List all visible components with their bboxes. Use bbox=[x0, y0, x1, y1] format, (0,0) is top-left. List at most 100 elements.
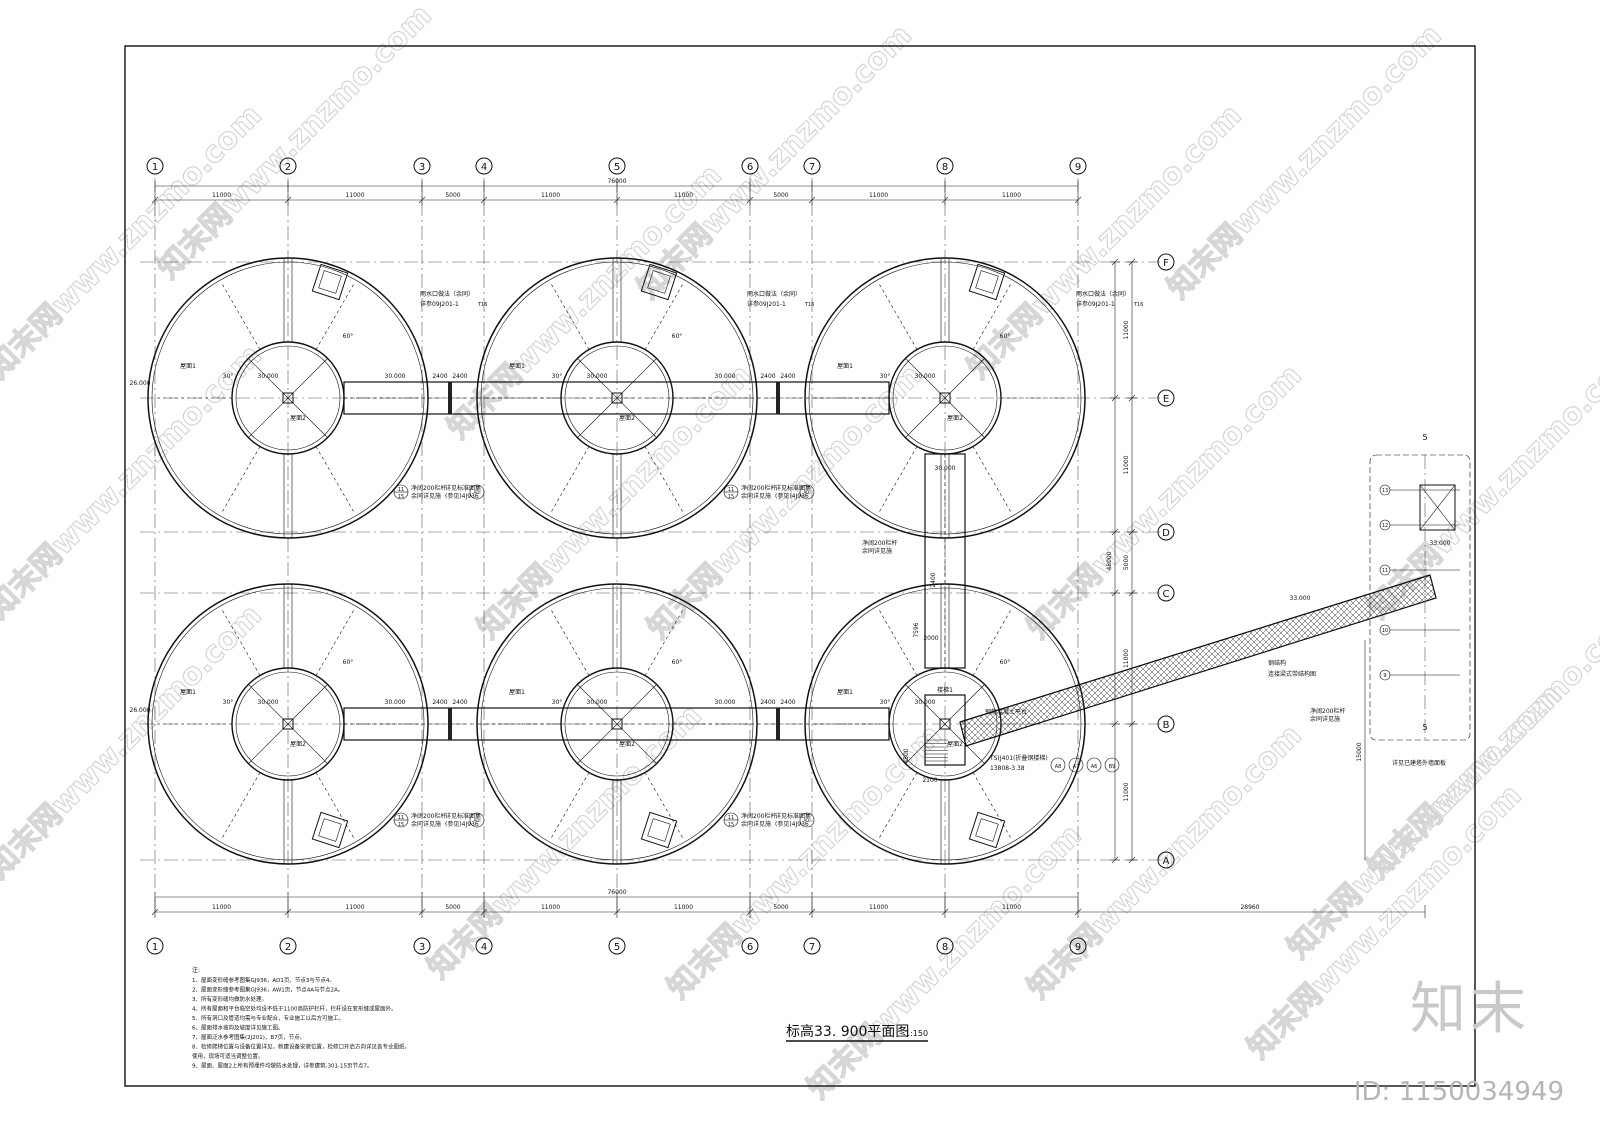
grid-col-label: 6 bbox=[747, 942, 753, 953]
walkway-dim: 2400 bbox=[432, 373, 447, 380]
roof-hatch-inner bbox=[975, 818, 999, 842]
dim-spacing-label: 11000 bbox=[1002, 904, 1021, 911]
tank-radial-line bbox=[220, 772, 261, 841]
dim-row-spacing: 11000 bbox=[1123, 320, 1130, 339]
angle-label: 30° bbox=[552, 373, 563, 380]
dim-slash bbox=[1111, 528, 1119, 536]
roof-label: 屋面1 bbox=[180, 689, 196, 696]
dim-spacing-label: 11000 bbox=[212, 192, 231, 199]
railing-note-2: 余同详见施 bbox=[741, 820, 771, 828]
tank-radial-line bbox=[644, 772, 685, 841]
tank-radial-line bbox=[972, 607, 1013, 676]
watermark-layer: 知末网www.znzmo.com 知末网www.znzmo.com 知末网www.z… bbox=[0, 0, 1600, 1106]
roof-label: 屋面2 bbox=[619, 415, 635, 422]
bridge-edge bbox=[959, 574, 1431, 723]
ts-code-bubble bbox=[1104, 757, 1120, 773]
grid-col-bubble bbox=[608, 937, 626, 955]
section-num: 11 bbox=[728, 815, 734, 821]
rain-num: T16 bbox=[804, 302, 814, 308]
walkway-elevation: 30.000 bbox=[715, 373, 736, 380]
dim-slash bbox=[808, 196, 816, 204]
grid-col-label: 3 bbox=[419, 942, 425, 953]
grid-col-label: 7 bbox=[809, 162, 815, 173]
center-equipment bbox=[939, 392, 951, 404]
grid-col-bubble bbox=[413, 157, 431, 175]
roof-label: 屋面2 bbox=[947, 415, 963, 422]
grid-col-bubble bbox=[146, 157, 164, 175]
grid-col-label: 6 bbox=[747, 162, 753, 173]
grid-col-bubble bbox=[608, 157, 626, 175]
walkway-dim: 2400 bbox=[930, 572, 937, 587]
brand-watermark: 知末 bbox=[1410, 977, 1530, 1042]
grid-col-label: 9 bbox=[1075, 162, 1081, 173]
angle-label: 60° bbox=[1000, 333, 1011, 340]
watermark-text: 知末网www.znzmo.com bbox=[1361, 338, 1600, 626]
tower-elevator bbox=[1419, 484, 1456, 531]
roof-hatch-inner bbox=[647, 818, 671, 842]
grid-col-bubble bbox=[279, 937, 297, 955]
tower-row-label: 12 bbox=[1382, 523, 1388, 529]
watermark-text: 知末网www.znzmo.com bbox=[421, 698, 709, 986]
angle-label: 60° bbox=[343, 659, 354, 666]
dim-total-height: 48000 bbox=[1106, 551, 1113, 570]
grid-col-bubble bbox=[803, 937, 821, 955]
grid-col-label: 9 bbox=[1075, 942, 1081, 953]
grid-row-label: E bbox=[1163, 394, 1169, 405]
note-line: 5、所有洞口及管道均需与专业配合，专业施工以后方可施工。 bbox=[192, 1014, 344, 1022]
walkway-elevation: 30.000 bbox=[385, 373, 406, 380]
roof-label: 屋面1 bbox=[509, 363, 525, 370]
detail-ref-2: (参见)4J936 bbox=[445, 820, 479, 828]
angle-label: 60° bbox=[672, 333, 683, 340]
note-line: 7、屋面泛水参考图集(2J201)，B7页，节点。 bbox=[192, 1033, 305, 1041]
angle-label: 30° bbox=[880, 699, 891, 706]
dim-slash bbox=[284, 196, 292, 204]
grid-row-bubble bbox=[1157, 851, 1175, 869]
center-equipment bbox=[282, 718, 294, 730]
ts-code: A8 bbox=[1055, 764, 1062, 770]
tank-radial-line bbox=[549, 772, 590, 841]
section-sheet: 15 bbox=[728, 822, 734, 828]
tank-ladder-strip bbox=[940, 779, 950, 865]
walkway-dim: 7596 bbox=[913, 622, 920, 637]
tank-radial-line bbox=[877, 281, 918, 350]
tank-radial-line bbox=[877, 772, 918, 841]
roof-label: 屋面2 bbox=[619, 741, 635, 748]
dim-spacing-label: 11000 bbox=[541, 192, 560, 199]
tank-diagonal bbox=[247, 683, 329, 765]
tank-radial-line bbox=[549, 281, 590, 350]
railing-note: 净阔200栏杆 bbox=[411, 812, 446, 820]
roof-label: 屋面2 bbox=[947, 741, 963, 748]
dim-slash bbox=[1111, 856, 1119, 864]
angle-label: 30° bbox=[223, 373, 234, 380]
grid-axes bbox=[140, 178, 1160, 920]
grid-row-label: A bbox=[1163, 856, 1170, 867]
walkway-dim: 2400 bbox=[432, 699, 447, 706]
grid-row-bubble bbox=[1157, 523, 1175, 541]
dim-slash bbox=[1128, 258, 1136, 266]
elevation-label: 30.000 bbox=[258, 699, 279, 706]
railing-note-2: 余同详见施 bbox=[411, 820, 441, 828]
section-num: 11 bbox=[728, 487, 734, 493]
bridge-elevation: 33.000 bbox=[1290, 595, 1311, 602]
walkway-joint bbox=[776, 382, 780, 414]
tank-ladder-strip bbox=[283, 257, 293, 343]
note-line: 使用，现场可适当调整位置。 bbox=[192, 1052, 264, 1060]
railing-note-2: 余同详见施 bbox=[411, 492, 441, 500]
tower-row-label: 10 bbox=[1382, 628, 1388, 634]
watermark-text: 知末网www.znzmo.com bbox=[631, 18, 919, 306]
note-line: 9、屋面、屋面2上所有预埋件均做防水处理，详参建筑-301-15页节点7。 bbox=[192, 1062, 372, 1070]
dim-slash bbox=[941, 196, 949, 204]
roof-hatch bbox=[311, 263, 349, 301]
detail-ref: 详见标准图集 bbox=[445, 484, 481, 492]
dim-slash bbox=[746, 908, 754, 916]
railing-note: 净阔200栏杆 bbox=[862, 539, 897, 547]
ts-code: B9 bbox=[1109, 764, 1116, 770]
dim-row-spacing: 11000 bbox=[1123, 649, 1130, 668]
sheet-border bbox=[124, 45, 1476, 1087]
dim-tower-height: 15000 bbox=[1356, 742, 1363, 761]
detail-ref: 详见标准图集 bbox=[775, 812, 811, 820]
dim-slash bbox=[151, 908, 159, 916]
roof-hatch bbox=[640, 263, 678, 301]
detail-ref: 详见标准图集 bbox=[775, 484, 811, 492]
